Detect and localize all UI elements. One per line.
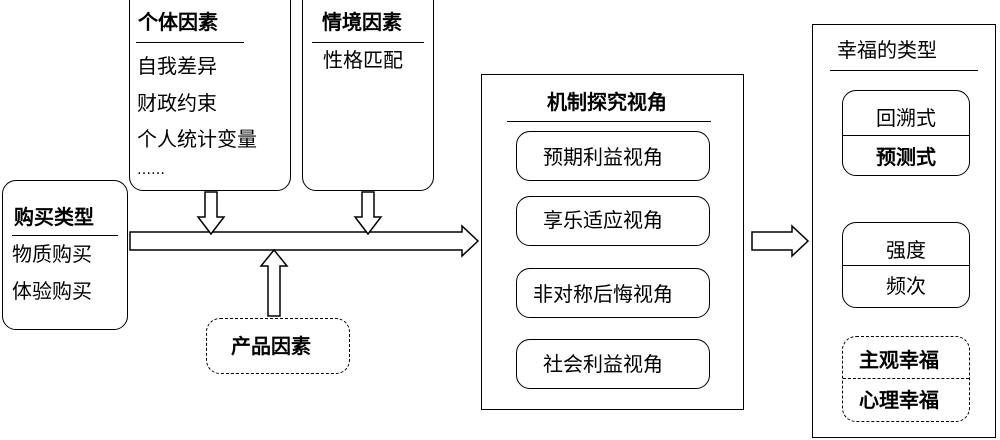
happiness-group-3-item-1: 主观幸福: [859, 348, 939, 372]
happiness-group-1-item-2: 预测式: [876, 145, 936, 169]
situational-factors-item-1: 性格匹配: [323, 48, 403, 72]
happiness-group-3-divider: [843, 378, 969, 379]
mechanism-item-box-3: [516, 268, 710, 318]
individual-factors-divider: [136, 42, 244, 43]
happiness-group-1-item-1: 回溯式: [876, 106, 936, 130]
individual-factors-box: [129, 0, 291, 191]
happiness-group-3-box: [842, 336, 970, 422]
purchase-type-item-1: 物质购买: [12, 242, 92, 266]
individual-factors-item-1: 自我差异: [137, 54, 217, 78]
happiness-group-2-divider: [843, 265, 969, 266]
situational-factors-box: [302, 0, 434, 191]
individual-factors-arrow: [196, 191, 226, 236]
individual-factors-item-2: 财政约束: [137, 91, 217, 115]
product-factors-arrow: [259, 248, 289, 317]
purchase-type-box: [2, 180, 128, 330]
happiness-group-3-item-2: 心理幸福: [859, 388, 939, 412]
mechanism-to-happiness-arrow: [751, 224, 810, 258]
mechanism-item-box-4: [516, 339, 710, 389]
mechanism-item-box-2: [516, 196, 710, 246]
individual-factors-item-4: ……: [137, 162, 165, 178]
individual-factors-item-3: 个人统计变量: [137, 127, 257, 151]
happiness-group-1-box: [842, 90, 970, 176]
mechanism-item-4: 社会利益视角: [543, 352, 663, 376]
product-factors-title: 产品因素: [231, 334, 311, 358]
mechanism-divider: [507, 121, 711, 122]
mechanism-item-1: 预期利益视角: [543, 145, 663, 169]
purchase-type-title: 购买类型: [14, 205, 94, 229]
situational-factors-arrow: [353, 191, 383, 236]
mechanism-title: 机制探究视角: [547, 90, 667, 114]
happiness-group-1-divider: [843, 135, 969, 136]
situational-factors-divider: [312, 42, 424, 43]
mechanism-item-2: 享乐适应视角: [543, 208, 663, 232]
mechanism-item-box-1: [516, 131, 710, 181]
purchase-type-item-2: 体验购买: [12, 279, 92, 303]
purchase-type-divider: [12, 235, 118, 236]
main-flow-arrow: [129, 224, 480, 258]
product-factors-box: [206, 318, 350, 374]
mechanism-item-3: 非对称后悔视角: [533, 282, 673, 306]
happiness-types-divider: [830, 70, 978, 71]
happiness-types-title: 幸福的类型: [837, 38, 937, 62]
happiness-group-2-item-1: 强度: [886, 238, 926, 262]
individual-factors-title: 个体因素: [138, 10, 218, 34]
happiness-group-2-item-2: 频次: [886, 274, 926, 298]
situational-factors-title: 情境因素: [322, 10, 402, 34]
